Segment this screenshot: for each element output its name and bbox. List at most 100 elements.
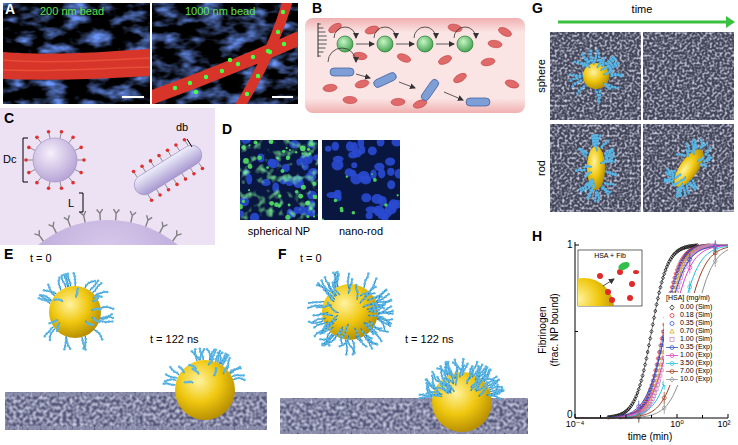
chain-bead	[340, 329, 343, 332]
chain-bead	[570, 79, 573, 82]
polymer-chain	[318, 283, 329, 293]
lipid-head	[28, 392, 32, 396]
chain-bead	[316, 306, 319, 309]
lipid-head	[104, 392, 108, 396]
chain-bead	[442, 388, 445, 391]
chain-bead	[597, 52, 600, 55]
polymer-chain	[366, 335, 377, 344]
chain-bead	[365, 324, 368, 327]
chain-bead	[479, 367, 482, 370]
panel-b	[305, 18, 525, 113]
chain-bead	[459, 373, 462, 376]
chain-bead	[64, 283, 67, 286]
chain-bead	[482, 386, 485, 389]
chain-bead	[666, 167, 670, 171]
chain-bead	[481, 379, 484, 382]
chain-bead	[356, 333, 359, 336]
chain-bead	[203, 348, 206, 351]
chain-bead	[596, 142, 599, 145]
chain-bead	[336, 291, 339, 294]
spherical-particle	[417, 36, 433, 52]
chain-bead	[364, 333, 367, 336]
chain-bead	[227, 365, 230, 368]
polymer-chain	[328, 284, 336, 296]
lipid-head	[334, 398, 338, 402]
polymer-chain	[445, 383, 454, 392]
chain-bead	[595, 191, 598, 194]
chain-bead	[387, 312, 390, 315]
red-blood-cell	[323, 84, 338, 93]
chain-bead	[391, 318, 394, 321]
lipid-head	[406, 430, 410, 434]
chain-bead	[347, 342, 350, 345]
lipid-head	[519, 398, 523, 402]
lipid-head	[496, 430, 500, 434]
chain-bead	[385, 295, 388, 298]
lipid-head	[50, 392, 54, 396]
polymer-chain	[588, 187, 592, 197]
chain-bead	[57, 279, 60, 282]
chain-bead	[65, 279, 68, 282]
nanoparticle	[162, 347, 245, 420]
chain-bead	[64, 342, 67, 345]
particle-core	[49, 286, 101, 338]
ligand	[47, 186, 51, 190]
chain-bead	[324, 313, 327, 316]
receptor	[97, 209, 103, 220]
receptor	[49, 222, 57, 233]
chain-bead	[422, 393, 425, 396]
chain-bead	[580, 190, 583, 193]
chain-bead	[426, 384, 429, 387]
chain-bead	[601, 63, 604, 66]
polymer-chain	[604, 58, 614, 66]
scale-bar	[272, 96, 293, 98]
chain-bead	[374, 310, 377, 313]
polymer-chain	[582, 54, 590, 64]
polymer-chain	[333, 283, 340, 296]
chain-bead	[371, 288, 374, 291]
chain-bead	[607, 140, 610, 143]
chain-bead	[380, 312, 383, 315]
chain-bead	[330, 289, 333, 292]
red-blood-cell	[354, 79, 369, 90]
chain-bead	[496, 384, 499, 387]
chain-bead	[55, 298, 58, 301]
cell-nucleus	[395, 169, 400, 179]
red-blood-cell	[391, 98, 405, 106]
chain-bead	[323, 326, 326, 329]
chain-bead	[595, 55, 598, 58]
chain-bead	[376, 306, 379, 309]
chain-bead	[606, 171, 609, 174]
polymer-chain	[200, 349, 203, 360]
red-blood-cell	[396, 52, 412, 64]
chain-bead	[326, 329, 329, 332]
chain-bead	[324, 276, 327, 279]
chain-bead	[351, 278, 354, 281]
chain-bead	[436, 367, 439, 370]
polymer-chain	[48, 285, 54, 296]
chain-bead	[312, 314, 315, 317]
chain-bead	[481, 364, 484, 367]
chain-bead	[580, 148, 583, 151]
chain-bead	[353, 352, 356, 355]
polymer-chain	[448, 367, 455, 378]
lipid-head	[523, 430, 527, 434]
lipid-head	[384, 430, 388, 434]
ligand	[71, 136, 75, 140]
chain-bead	[488, 378, 491, 381]
chain-bead	[52, 330, 55, 333]
chain-bead	[210, 353, 213, 356]
nanoparticle	[38, 272, 115, 351]
chain-bead	[98, 321, 101, 324]
cell-nucleus	[333, 156, 344, 163]
ligand	[35, 181, 39, 185]
cell-nucleus	[371, 194, 383, 204]
polymer-chain	[315, 328, 327, 336]
lipid-head	[357, 398, 361, 402]
polymer-chain	[44, 290, 56, 294]
chain-bead	[479, 388, 482, 391]
chain-bead	[327, 334, 330, 337]
chain-bead	[373, 296, 376, 299]
chain-bead	[475, 376, 478, 379]
chain-bead	[579, 76, 582, 79]
